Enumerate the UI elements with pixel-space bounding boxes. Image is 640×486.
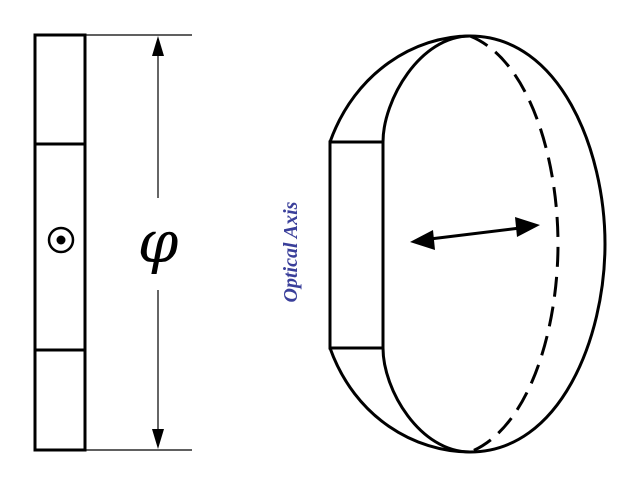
- dimension-arrowhead-top: [152, 36, 164, 56]
- optical-axis-arrow: [410, 217, 540, 250]
- dimension-arrowhead-bottom: [152, 429, 164, 449]
- optical-axis-arrowhead-left: [410, 230, 435, 250]
- side-view-plate-outline: [33, 33, 87, 452]
- optical-axis-arrowhead-right: [515, 217, 540, 237]
- disk-flat-edge: [328, 140, 385, 350]
- axis-out-of-page-icon: [47, 226, 75, 254]
- optical-axis-arrow-shaft: [429, 226, 521, 241]
- disk-right-rim: [469, 34, 607, 454]
- diameter-symbol: φ: [138, 208, 179, 276]
- diameter-dimension: φ: [138, 36, 179, 449]
- disk-back-edge-top: [328, 34, 471, 143]
- disk-front-face-left: [381, 34, 471, 143]
- disk-front-face-left-lower: [381, 347, 471, 454]
- side-view: φ: [33, 33, 192, 452]
- perspective-view: Optical Axis: [280, 34, 607, 454]
- disk-front-face-hidden: [469, 34, 560, 454]
- optical-axis-label: Optical Axis: [280, 201, 302, 302]
- disk-back-edge-bottom: [328, 347, 471, 454]
